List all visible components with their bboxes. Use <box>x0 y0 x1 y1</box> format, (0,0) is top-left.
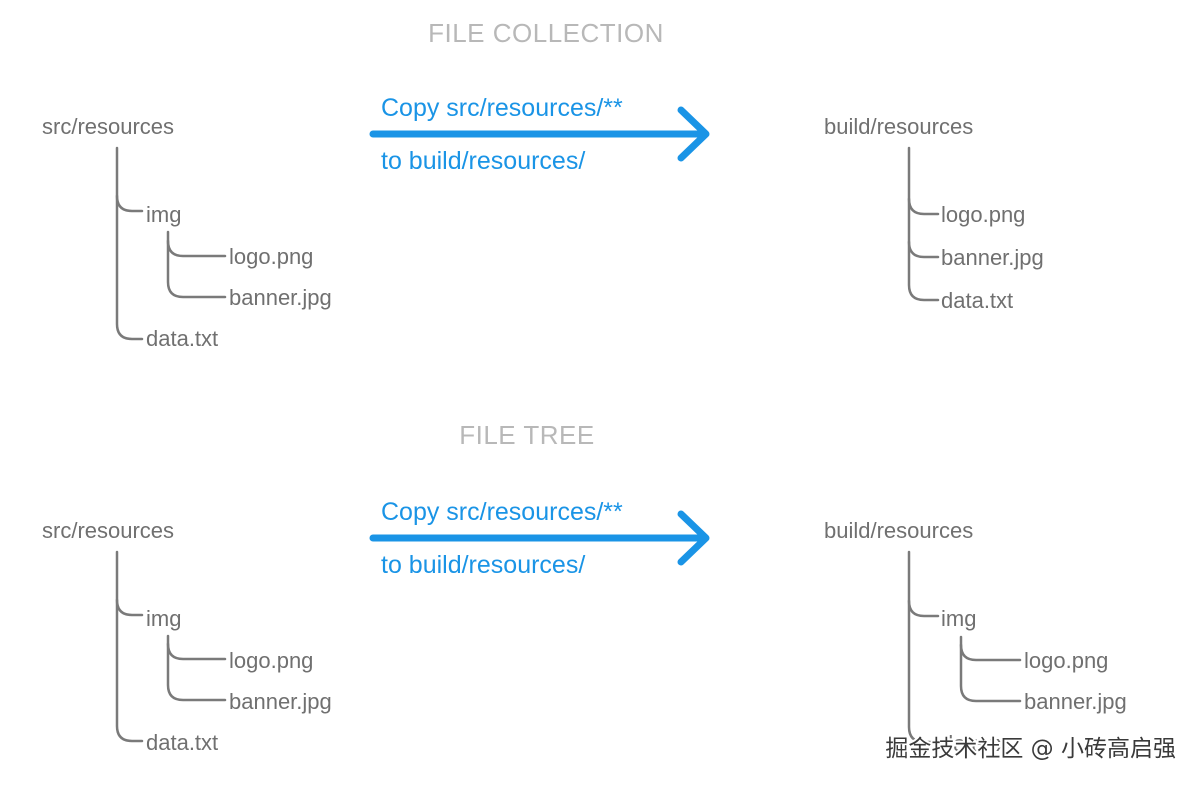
tree-connector <box>115 194 144 341</box>
file-data: data.txt <box>941 288 1013 313</box>
source-root-folder: src/resources <box>42 114 174 139</box>
file-logo: logo.png <box>229 648 313 673</box>
tree-connector <box>166 634 227 661</box>
source-tree: src/resources img logo.png banner.jpg da… <box>42 518 332 755</box>
tree-connector <box>166 230 227 258</box>
file-logo: logo.png <box>1024 648 1108 673</box>
copy-instruction-line1: Copy src/resources/** <box>381 94 623 122</box>
source-root-folder: src/resources <box>42 518 174 543</box>
tree-connector <box>907 599 940 744</box>
tree-connector <box>907 550 940 618</box>
tree-connector <box>907 197 940 259</box>
copy-arrow: Copy src/resources/** to build/resources… <box>369 94 710 175</box>
tree-connector <box>115 146 144 213</box>
target-root-folder: build/resources <box>824 114 973 139</box>
copy-arrow: Copy src/resources/** to build/resources… <box>369 498 710 579</box>
file-banner: banner.jpg <box>229 689 332 714</box>
file-logo: logo.png <box>941 202 1025 227</box>
file-banner: banner.jpg <box>941 245 1044 270</box>
file-banner: banner.jpg <box>1024 689 1127 714</box>
img-folder: img <box>941 606 976 631</box>
tree-connector <box>907 240 940 302</box>
tree-connector <box>907 146 940 216</box>
tree-connector <box>166 239 227 299</box>
img-folder: img <box>146 606 181 631</box>
copy-instruction-line2: to build/resources/ <box>381 551 585 579</box>
img-folder: img <box>146 202 181 227</box>
file-data: data.txt <box>146 326 218 351</box>
target-root-folder: build/resources <box>824 518 973 543</box>
source-tree: src/resources img logo.png banner.jpg da… <box>42 114 332 351</box>
arrow-icon <box>369 510 710 566</box>
section-file-collection: FILE COLLECTION src/resources img logo.p… <box>42 18 1044 351</box>
file-logo: logo.png <box>229 244 313 269</box>
copy-instruction-line1: Copy src/resources/** <box>381 498 623 526</box>
section-title: FILE TREE <box>459 420 595 450</box>
file-banner: banner.jpg <box>229 285 332 310</box>
copy-instruction-line2: to build/resources/ <box>381 147 585 175</box>
section-title: FILE COLLECTION <box>428 18 664 48</box>
file-data: data.txt <box>146 730 218 755</box>
tree-connector <box>959 635 1022 662</box>
watermark-text: 掘金技术社区 @ 小砖高启强 <box>885 736 1176 762</box>
arrow-icon <box>369 106 710 162</box>
tree-connector <box>166 642 227 702</box>
tree-connector <box>115 598 144 743</box>
section-file-tree: FILE TREE src/resources img logo.png ban… <box>42 420 1127 756</box>
target-tree: build/resources logo.png banner.jpg data… <box>824 114 1044 313</box>
tree-connector <box>115 550 144 617</box>
target-tree: build/resources img logo.png banner.jpg … <box>824 518 1127 756</box>
file-data: data.txt <box>941 731 1013 756</box>
tree-connector <box>959 643 1022 703</box>
